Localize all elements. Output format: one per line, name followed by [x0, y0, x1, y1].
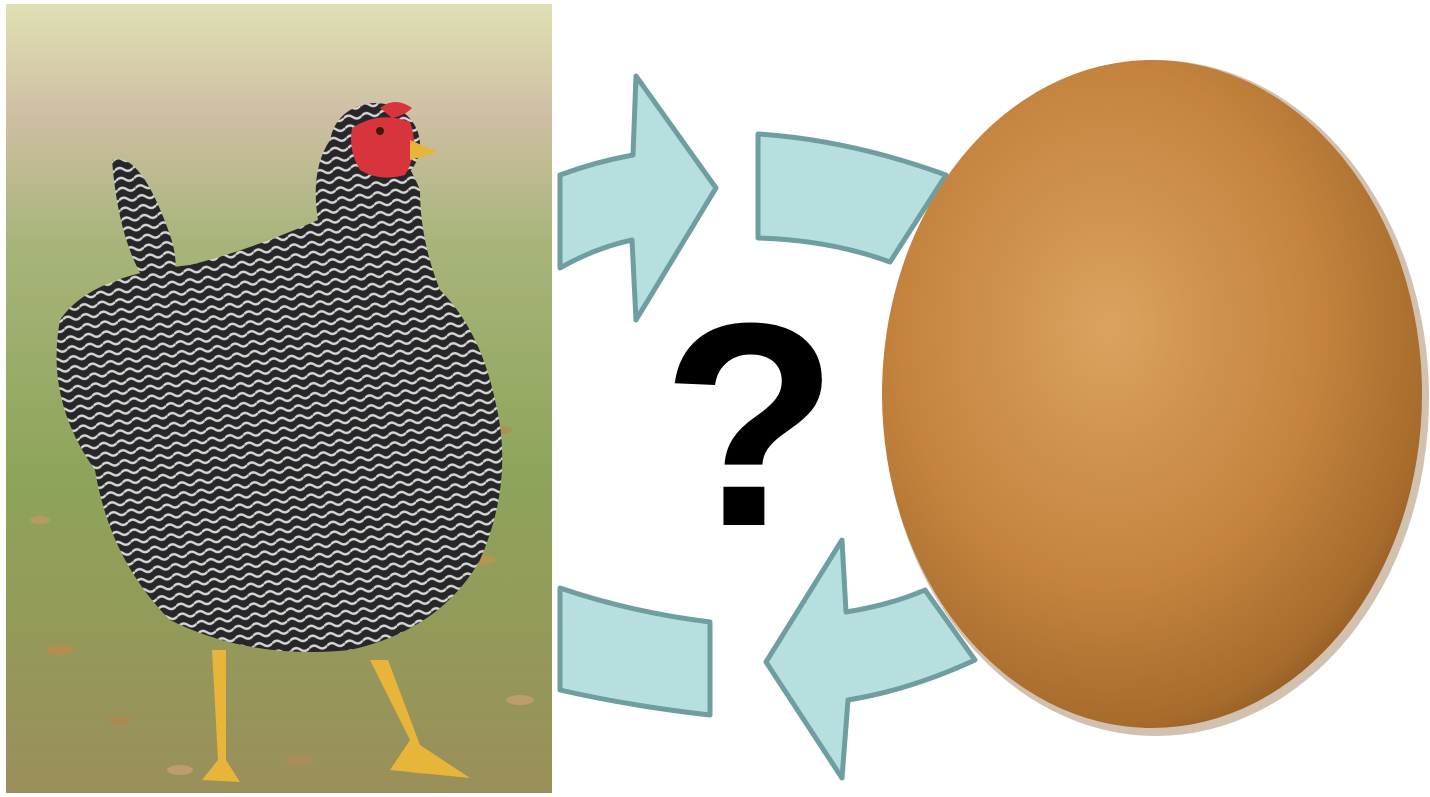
chicken-eye — [376, 127, 384, 135]
chicken-photo — [6, 4, 552, 793]
chicken-wing — [152, 340, 366, 536]
question-mark: ? — [650, 295, 850, 555]
egg-photo — [882, 60, 1429, 736]
chicken-face — [351, 117, 414, 177]
cycle-arc-bottom-left — [560, 588, 710, 715]
egg — [882, 60, 1422, 728]
